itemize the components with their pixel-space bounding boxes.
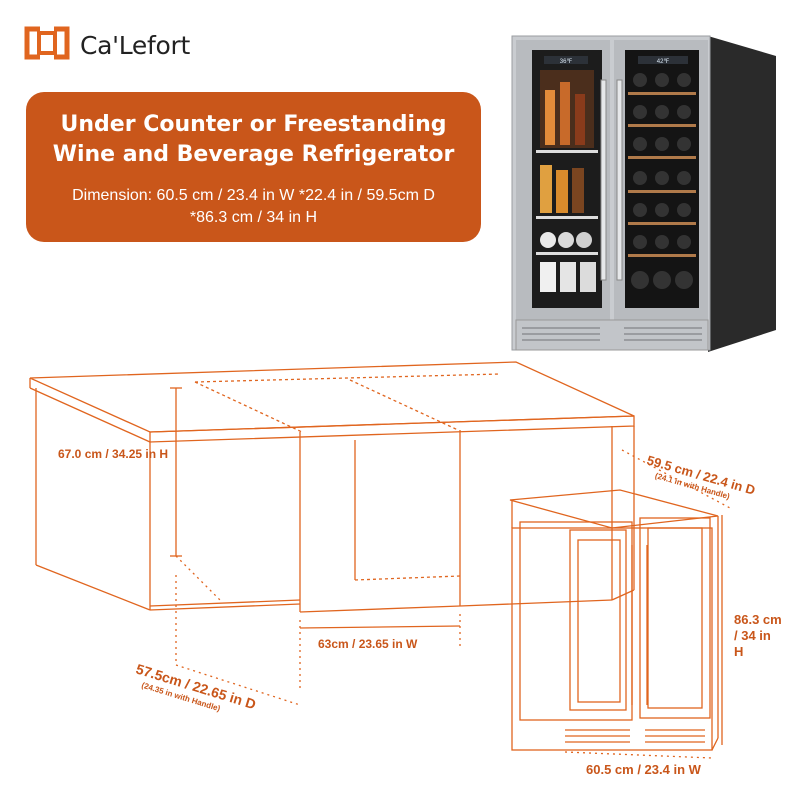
left-interior-items <box>536 70 598 292</box>
square-bracket-logo-icon <box>24 26 70 65</box>
opening-width-label: 63cm / 23.65 in W <box>318 637 418 651</box>
left-door <box>516 40 610 320</box>
left-door-glass <box>532 50 602 308</box>
right-interior-racks <box>628 73 696 289</box>
fridge-outline-top <box>509 489 719 529</box>
banner-title-line-1: Under Counter or Freestanding <box>60 112 447 137</box>
fridge-height-label-3: H <box>734 644 743 659</box>
banner-dimensions: Dimension: 60.5 cm / 23.4 in W *22.4 in … <box>26 185 481 229</box>
left-temp-readout: 36℉ <box>560 59 573 65</box>
countertop-top <box>29 361 635 433</box>
opening-depth-label: 57.5cm / 22.65 in D <box>134 661 258 713</box>
banner-dimension-line-1: Dimension: 60.5 cm / 23.4 in W *22.4 in … <box>72 187 435 204</box>
left-door-handle <box>600 79 607 281</box>
fridge-width-label: 60.5 cm / 23.4 in W <box>586 762 702 777</box>
banner-dimension-line-2: *86.3 cm / 34 in H <box>189 209 318 226</box>
fridge-body <box>511 35 711 351</box>
kick-plate <box>515 319 709 351</box>
right-door-glass <box>625 50 699 308</box>
banner-title: Under Counter or Freestanding Wine and B… <box>26 110 481 170</box>
right-temp-readout: 42℉ <box>657 59 670 65</box>
counter-height-label: 67.0 cm / 34.25 in H <box>58 447 168 461</box>
banner-title-line-2: Wine and Beverage Refrigerator <box>52 142 455 167</box>
fridge-outline-front <box>511 527 713 751</box>
opening-depth-note: (24.35 in with Handle) <box>140 681 221 714</box>
right-door-handle <box>616 79 623 281</box>
fridge-height-label-2: / 34 in <box>734 628 771 643</box>
left-display <box>544 56 588 64</box>
countertop-front-edge <box>149 415 635 443</box>
brand-logo: Ca'Lefort <box>24 26 190 65</box>
title-banner: Under Counter or Freestanding Wine and B… <box>26 92 481 242</box>
fridge-depth-note: (24.1 in with Handle) <box>654 471 731 501</box>
fridge-depth-label: 59.5 cm / 22.4 in D <box>645 452 757 497</box>
brand-name: Ca'Lefort <box>80 31 190 60</box>
fridge-side-panel <box>708 36 776 352</box>
right-display <box>638 56 688 64</box>
fridge-height-label-1: 86.3 cm <box>734 612 782 627</box>
right-door <box>614 40 708 320</box>
